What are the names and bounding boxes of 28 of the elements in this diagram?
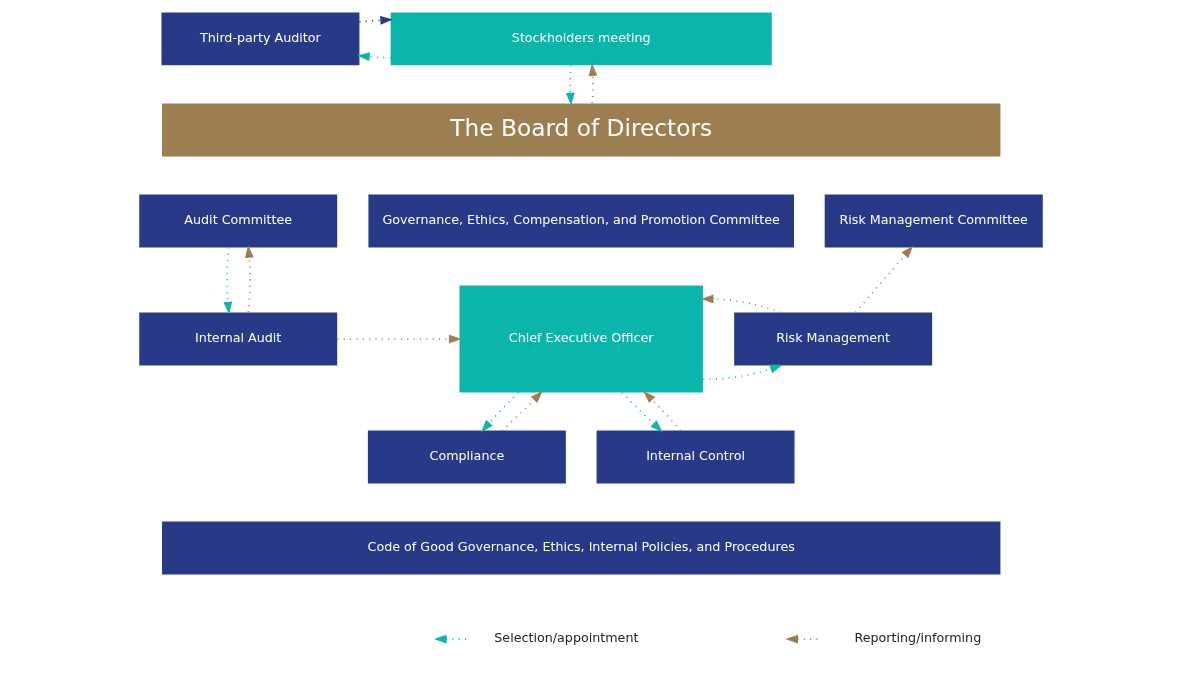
arrow <box>356 52 391 62</box>
arrow <box>701 364 783 380</box>
arrow <box>642 390 681 432</box>
arrow <box>244 245 254 313</box>
arrow <box>565 64 575 106</box>
arrow <box>854 245 913 313</box>
arrow <box>480 391 519 433</box>
arrow <box>358 15 393 25</box>
node-box: Code of Good Governance, Ethics, Internal Policies, and Procedures <box>161 521 1000 575</box>
arrow <box>500 390 543 432</box>
node-box: Governance, Ethics, Compensation, and Promotion Committee <box>367 194 794 248</box>
arrow <box>222 246 232 315</box>
arrow <box>700 294 781 314</box>
arrow <box>336 334 462 344</box>
node-box: Stockholders meeting <box>390 12 772 66</box>
node-box: Internal Audit <box>138 312 337 366</box>
node-box: Risk Management <box>733 312 932 366</box>
node-box: Risk Management Committee <box>824 194 1043 248</box>
node-box: Audit Committee <box>138 194 337 248</box>
node-box: Chief Executive Officer <box>458 285 703 393</box>
arrow <box>620 391 663 433</box>
legend-label: Reporting/informing <box>853 630 981 646</box>
node-box: The Board of Directors <box>161 103 1000 157</box>
arrow <box>588 63 597 104</box>
node-box: Compliance <box>367 430 566 484</box>
node-box: Third-party Auditor <box>160 12 359 66</box>
legend-label: Selection/appointment <box>493 630 638 646</box>
node-box: Internal Control <box>596 430 794 484</box>
